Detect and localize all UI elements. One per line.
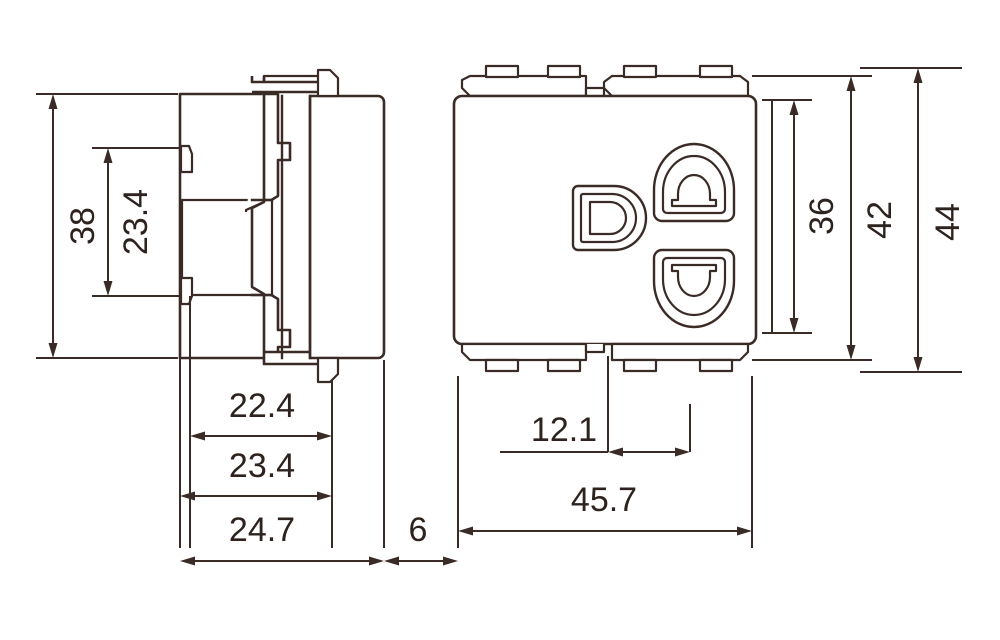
dim-label-6: 6	[409, 511, 428, 549]
dim-label-24-7: 24.7	[229, 511, 295, 549]
front-view-tooth-top-3	[622, 64, 658, 79]
arrow-38-bottom	[48, 343, 58, 358]
front-view-tooth-top-4	[698, 64, 734, 79]
dim-label-45-7: 45.7	[571, 481, 637, 519]
arrow-22-4-left	[190, 431, 205, 441]
front-view-vertical-dimensions: 36 42 44	[752, 67, 967, 373]
arrow-42-top	[846, 76, 856, 91]
side-view-claw-upper	[179, 144, 194, 174]
side-view-vertical-dimensions: 38 23.4	[36, 93, 180, 359]
arrow-23-4-h-right	[317, 491, 332, 501]
dim-label-44: 44	[929, 203, 967, 241]
front-view-strap-top-left	[460, 74, 588, 98]
front-view-group	[452, 64, 758, 373]
front-view-polarity-marking-d	[571, 184, 648, 252]
arrow-38-top	[48, 94, 58, 109]
side-view-front-plate	[308, 94, 386, 360]
arrow-44-top	[913, 68, 923, 83]
arrow-24-7-left	[180, 556, 195, 566]
front-view-tooth-top-2	[546, 64, 582, 79]
front-view-tooth-bottom-1	[484, 358, 520, 373]
front-view-tooth-top-1	[484, 64, 520, 79]
socket-top-hole	[670, 173, 718, 208]
front-view-tooth-bottom-3	[622, 358, 658, 373]
front-view-strap-bottom-right	[610, 342, 750, 362]
arrow-42-bottom	[846, 345, 856, 360]
arrow-22-4-right	[317, 431, 332, 441]
arrow-234v-bottom	[103, 281, 113, 296]
socket-top-group	[652, 142, 736, 223]
dim-label-23-4-horizontal: 23.4	[229, 447, 295, 485]
arrow-12-1-right	[675, 447, 690, 457]
arrow-6-left	[384, 556, 399, 566]
arrow-36-bottom	[789, 318, 799, 333]
arrow-44-bottom	[913, 357, 923, 372]
arrow-12-1-left	[608, 447, 623, 457]
front-view-strap-top-right	[602, 74, 750, 98]
front-view-strap-top-notch	[584, 86, 606, 96]
front-view-tooth-bottom-4	[698, 358, 734, 373]
side-view-top-tab	[316, 68, 340, 98]
arrow-6-right	[443, 556, 458, 566]
arrow-234v-top	[103, 148, 113, 163]
d-marking-inner	[588, 200, 628, 236]
front-view-strap-bottom-left	[460, 342, 588, 362]
dim-label-38: 38	[64, 207, 102, 245]
arrow-23-4-h-left	[180, 491, 195, 501]
side-view-group	[178, 68, 386, 384]
front-view-strap-bottom-notch	[584, 344, 606, 354]
side-view-horizontal-dimensions: 22.4 23.4 24.7 6	[179, 296, 458, 566]
dim-label-36: 36	[803, 197, 841, 235]
socket-bottom-group	[652, 248, 736, 329]
dim-label-42: 42	[861, 201, 899, 239]
dim-label-12-1: 12.1	[531, 411, 597, 449]
socket-bottom-hole	[670, 263, 718, 298]
arrow-45-7-left	[458, 526, 473, 536]
arrow-45-7-right	[737, 526, 752, 536]
dim-label-23-4-vertical: 23.4	[117, 189, 155, 255]
arrow-24-7-right	[369, 556, 384, 566]
arrow-36-top	[789, 100, 799, 115]
front-view-tooth-bottom-2	[546, 358, 582, 373]
front-view-horizontal-dimensions: 12.1 45.7	[457, 356, 753, 548]
dim-label-22-4: 22.4	[229, 387, 295, 425]
side-view-bottom-tab	[316, 356, 340, 384]
